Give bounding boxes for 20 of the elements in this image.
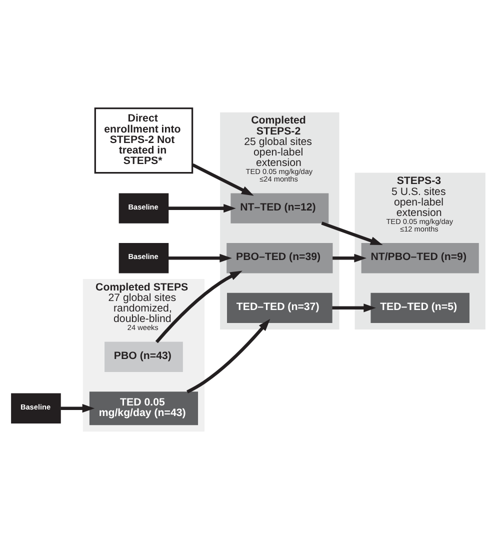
arrow: [168, 254, 232, 262]
node-box: PBO–TED (n=39): [226, 243, 333, 274]
node-box: Direct enrollment into STEPS-2 Not treated in STEPS*: [94, 107, 194, 174]
arrow: [332, 304, 376, 312]
node-box: TED–TED (n=37): [227, 292, 332, 324]
arrow: [186, 318, 270, 394]
node-box: Baseline: [118, 193, 169, 224]
node-box: NT–TED (n=12): [230, 193, 329, 224]
node-box: NT/PBO–TED (n=9): [361, 243, 479, 274]
arrow: [155, 270, 242, 344]
arrow: [168, 204, 236, 213]
node-box: TED–TED (n=5): [370, 292, 470, 324]
node-box: PBO (n=43): [104, 342, 183, 372]
arrow: [332, 254, 366, 262]
node-box: Baseline: [11, 393, 61, 424]
arrow: [192, 163, 254, 196]
arrow: [60, 404, 95, 413]
node-box: TED 0.05 mg/kg/day (n=43): [89, 392, 198, 426]
arrow: [321, 222, 383, 246]
node-box: Baseline: [118, 243, 169, 274]
